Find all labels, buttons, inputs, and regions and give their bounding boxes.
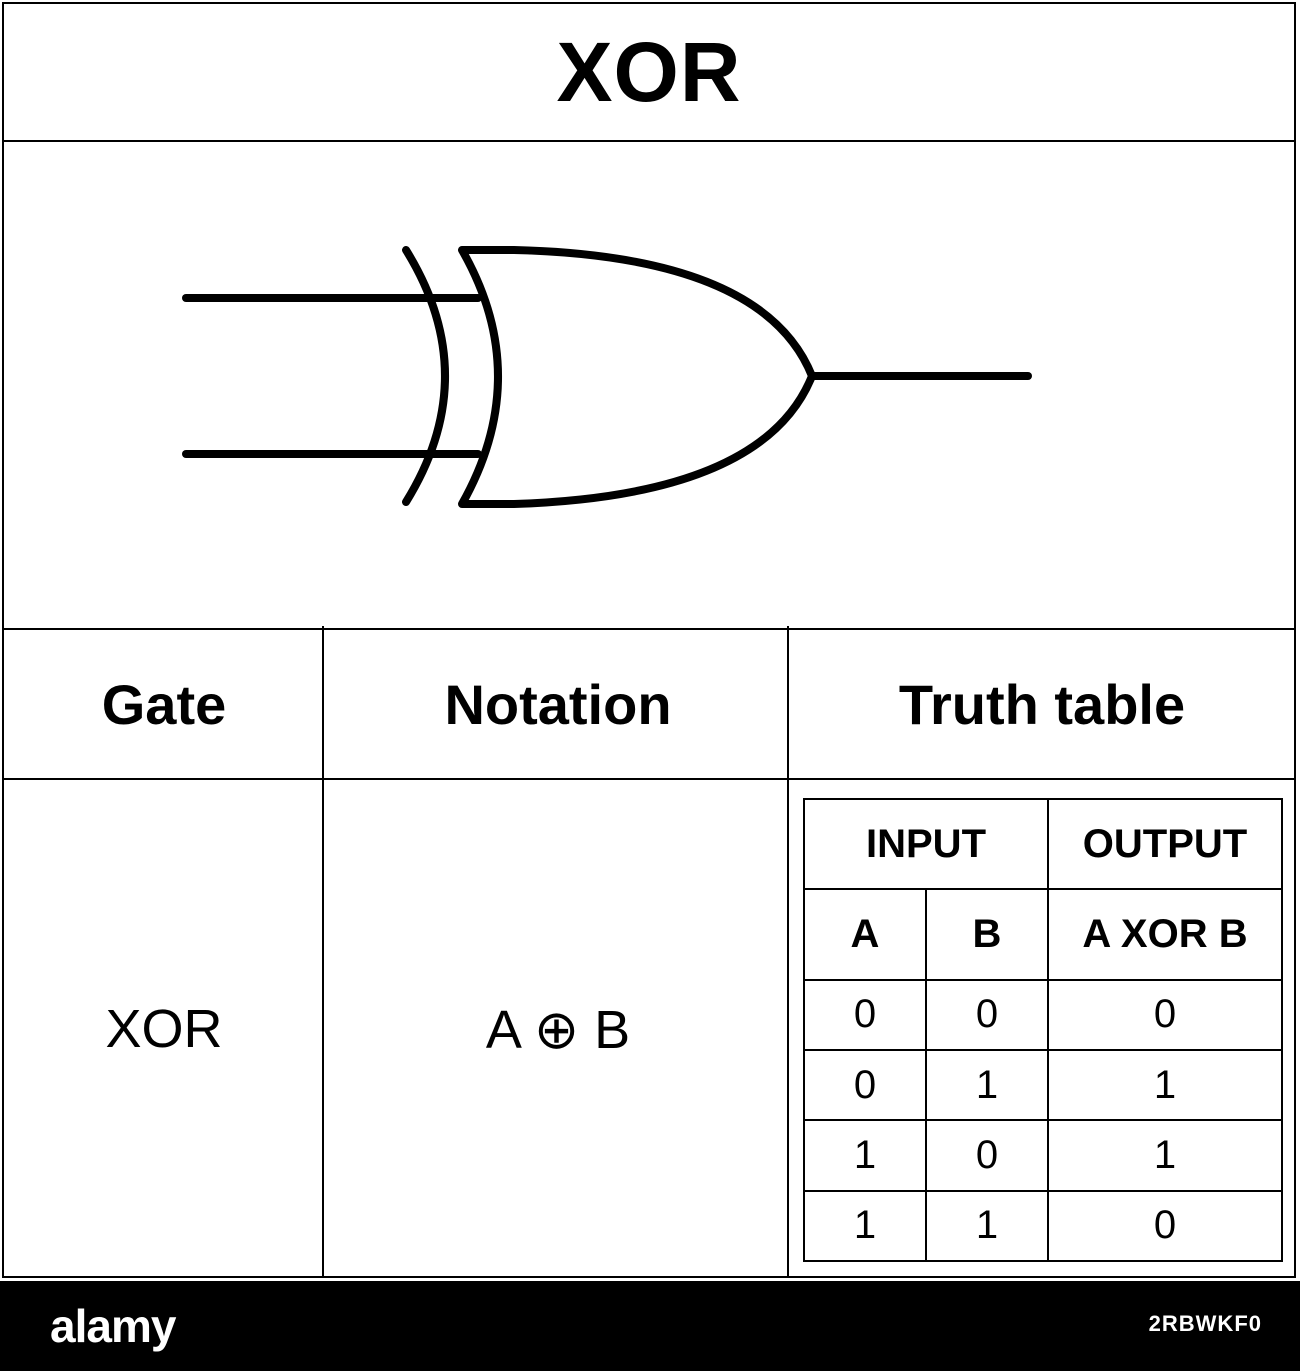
header-notation: Notation: [444, 672, 672, 736]
truth-table-output-header: OUTPUT: [1047, 797, 1283, 891]
table-row: 1 0 1: [803, 1119, 1283, 1192]
truth-table-cell: 1: [925, 1049, 1049, 1122]
truth-table-cell: 0: [1047, 978, 1283, 1052]
table-row: 0 0 0: [803, 978, 1283, 1052]
or-gate-body: [458, 246, 816, 508]
truth-table-cell: 1: [803, 1119, 927, 1192]
truth-table-column-row: A B A XOR B: [803, 888, 1283, 981]
image-id: 2RBWKF0: [1148, 1311, 1262, 1336]
truth-table-group-row: INPUT OUTPUT: [803, 797, 1283, 891]
notation-expression: A ⊕ B: [485, 999, 631, 1060]
truth-table-col-b: B: [925, 888, 1049, 981]
truth-table-col-a: A: [803, 888, 927, 981]
body-row: XOR A ⊕ B: [4, 780, 1294, 1278]
xor-extra-curve: [402, 246, 449, 506]
page-title: XOR: [556, 24, 742, 119]
truth-table-cell: 1: [1047, 1049, 1283, 1122]
column-divider-1: [322, 626, 324, 1276]
truth-table-cell: 0: [803, 978, 927, 1052]
truth-table-cell: 0: [925, 1119, 1049, 1192]
brand-logo: alamy: [50, 1300, 176, 1352]
truth-table-cell: 1: [803, 1189, 927, 1263]
truth-table-cell: 0: [925, 978, 1049, 1052]
xor-gate-icon: [182, 246, 1032, 508]
symbol-row: [4, 142, 1294, 630]
title-row: XOR: [4, 4, 1294, 142]
gate-name: XOR: [105, 999, 223, 1059]
truth-table-cell: 0: [803, 1049, 927, 1122]
truth-table-cell: 1: [1047, 1119, 1283, 1192]
table-row: 1 1 0: [803, 1189, 1283, 1263]
watermark-footer: alamy 2RBWKF0: [0, 1281, 1300, 1371]
header-gate: Gate: [101, 672, 227, 736]
truth-table: INPUT OUTPUT A B A XOR B 0 0 0 0 1 1 1 0…: [803, 797, 1283, 1263]
truth-table-cell: 1: [925, 1189, 1049, 1263]
diagram-frame: XOR Gate Notation Truth table XOR A ⊕ B: [2, 2, 1296, 1278]
table-row: 0 1 1: [803, 1049, 1283, 1122]
truth-table-col-output: A XOR B: [1047, 888, 1283, 981]
truth-table-input-header: INPUT: [803, 797, 1049, 891]
header-truth-table: Truth table: [898, 672, 1186, 736]
truth-table-cell: 0: [1047, 1189, 1283, 1263]
header-row: Gate Notation Truth table: [4, 630, 1294, 780]
column-divider-2: [787, 626, 789, 1276]
